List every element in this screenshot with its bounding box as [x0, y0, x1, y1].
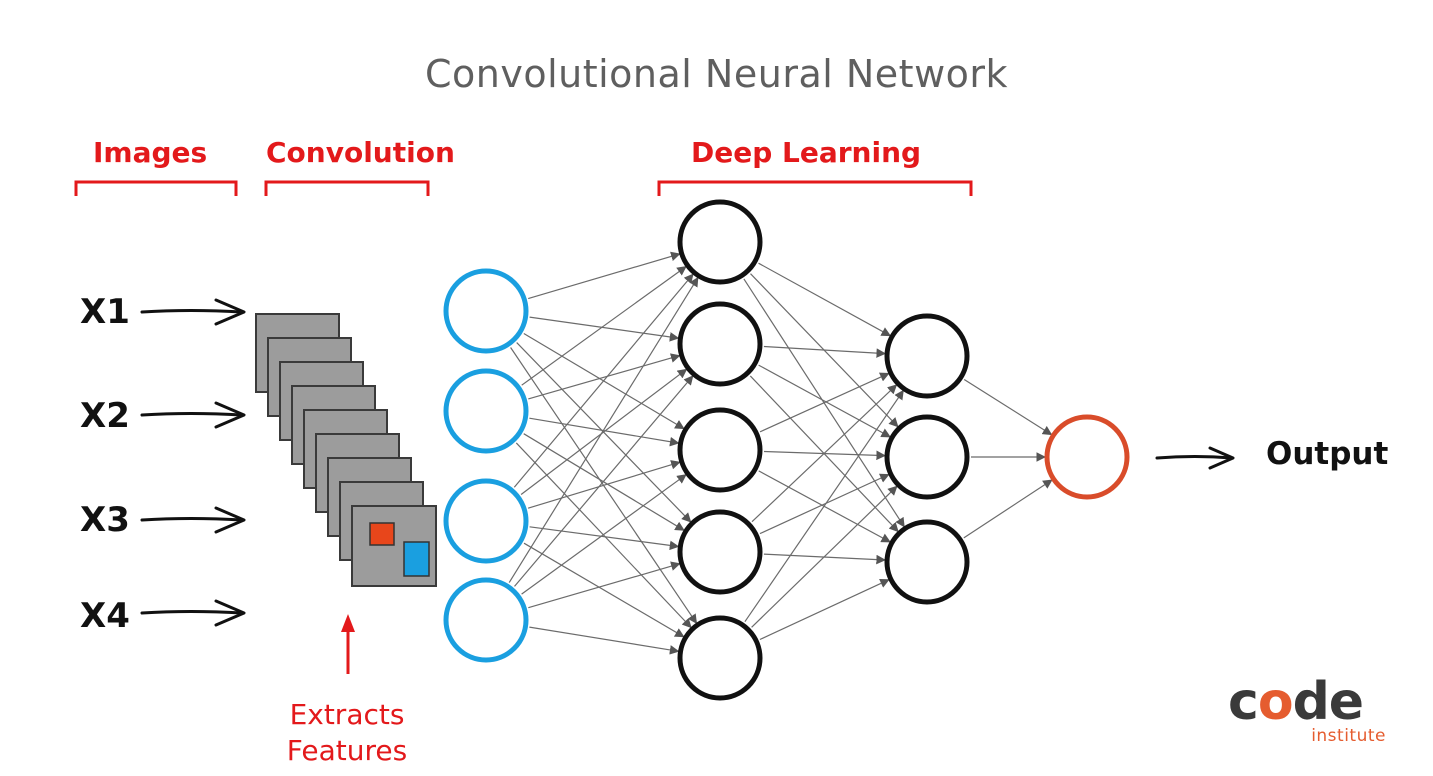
- input-arrow-4: [140, 610, 244, 615]
- hidden2-node-2: [884, 414, 970, 500]
- hidden2-node-1: [884, 313, 970, 399]
- deep-learning-section-label: Deep Learning: [691, 136, 922, 169]
- edge-l2-5-2: [751, 485, 898, 628]
- input-arrow-2: [140, 412, 244, 417]
- edge-l1-4-1: [508, 276, 699, 583]
- input-arrowhead-1: [214, 298, 246, 326]
- edge-l1-2-4: [523, 433, 685, 531]
- extracts-arrow-head: [341, 614, 355, 632]
- edge-l3-1-1: [963, 378, 1053, 436]
- edge-l1-3-4: [529, 526, 680, 551]
- hidden1-node-5: [677, 615, 763, 701]
- edge-l1-1-2: [529, 316, 680, 342]
- hidden1-node-3: [677, 407, 763, 493]
- deep-learning-bracket: [657, 180, 973, 196]
- edge-l1-4-3: [521, 474, 687, 595]
- input-label-x4: X4: [80, 596, 130, 636]
- hidden1-node-1: [677, 199, 763, 285]
- edge-l2-5-1: [744, 389, 904, 623]
- edge-l3-3-1: [963, 479, 1053, 539]
- output-arrow: [1155, 455, 1234, 460]
- convolution-bracket: [264, 180, 430, 196]
- hidden1-node-4: [677, 509, 763, 595]
- logo-wordmark: code: [1228, 672, 1364, 732]
- edge-l1-4-5: [529, 626, 680, 655]
- output-arrowhead: [1208, 446, 1235, 470]
- edge-l2-5-3: [759, 578, 890, 641]
- input-node-4: [443, 577, 529, 663]
- edge-l1-2-3: [529, 417, 680, 447]
- images-section-label: Images: [93, 136, 208, 169]
- edge-l1-2-2: [528, 353, 681, 400]
- input-arrowhead-3: [214, 506, 246, 534]
- input-arrowhead-4: [214, 599, 246, 627]
- output-node-1: [1044, 414, 1130, 500]
- edge-l1-4-2: [514, 375, 694, 587]
- edge-l2-4-1: [751, 384, 898, 523]
- edge-l1-3-5: [523, 542, 685, 638]
- feature-highlight-orange: [369, 522, 395, 546]
- code-institute-logo: code institute: [1228, 672, 1388, 752]
- edge-l2-1-1: [758, 262, 892, 337]
- edge-l1-2-1: [521, 266, 687, 386]
- input-label-x2: X2: [80, 396, 130, 436]
- extracts-features-annotation: Extracts Features: [262, 697, 432, 769]
- hidden2-node-3: [884, 519, 970, 605]
- edge-l2-4-2: [759, 473, 890, 535]
- annotation-line-2: Features: [286, 734, 408, 767]
- input-node-3: [443, 478, 529, 564]
- input-label-x3: X3: [80, 500, 130, 540]
- edge-l2-2-1: [763, 345, 887, 358]
- edge-l2-3-1: [759, 372, 890, 433]
- edge-l1-3-3: [527, 460, 681, 509]
- edge-l1-3-1: [513, 273, 694, 488]
- input-node-2: [443, 368, 529, 454]
- edge-l1-1-1: [528, 251, 681, 300]
- annotation-line-1: Extracts: [289, 698, 405, 731]
- edge-l1-3-2: [520, 368, 688, 495]
- diagram-title: Convolutional Neural Network: [424, 52, 1009, 96]
- feature-highlight-blue: [403, 541, 430, 577]
- input-arrow-1: [140, 309, 244, 314]
- images-bracket: [74, 180, 238, 196]
- input-node-1: [443, 268, 529, 354]
- edge-l1-4-4: [528, 561, 681, 609]
- convolution-section-label: Convolution: [266, 136, 455, 169]
- input-arrow-3: [140, 517, 244, 522]
- input-label-x1: X1: [80, 292, 130, 332]
- input-arrowhead-2: [214, 401, 246, 429]
- edge-l2-2-2: [758, 364, 891, 438]
- hidden1-node-2: [677, 301, 763, 387]
- logo-subtitle: institute: [1311, 726, 1386, 746]
- output-label: Output: [1266, 436, 1389, 472]
